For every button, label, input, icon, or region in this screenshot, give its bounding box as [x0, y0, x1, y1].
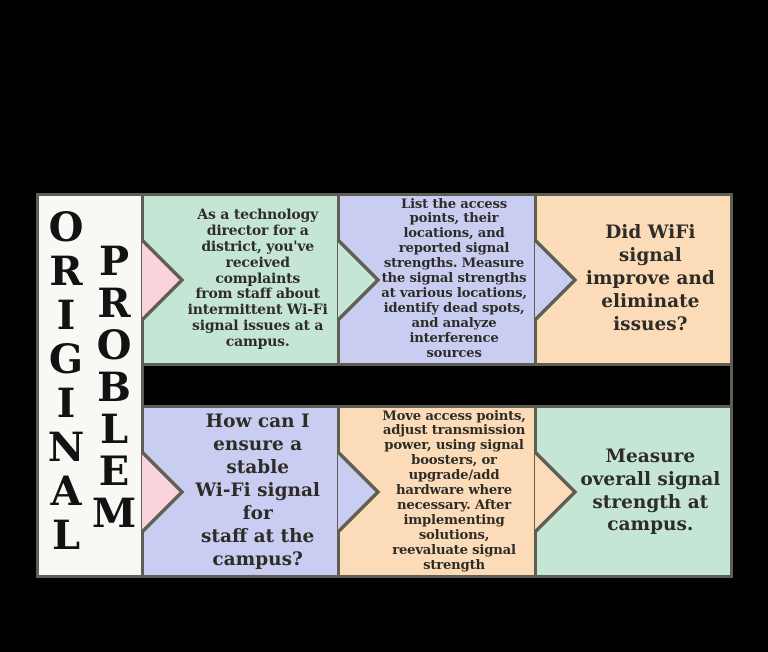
vertical-word-problem: P R O B L E M	[91, 242, 137, 534]
side-panel-original-problem: O R I G I N A L P R O B L E M	[39, 196, 141, 575]
flow-box-text: Measure overall signal strength at campu…	[580, 445, 721, 536]
chevron-right-icon	[533, 238, 578, 321]
vertical-word-original: O R I G I N A L	[43, 208, 89, 556]
flow-box-evaluation-question: Did WiFi signal improve and eliminate is…	[533, 196, 730, 363]
flow-row-bottom: How can I ensure a stable Wi-Fi signal f…	[140, 408, 730, 575]
chevron-right-icon	[140, 238, 185, 321]
vertical-letter: L	[51, 512, 81, 559]
vertical-letter: A	[50, 468, 82, 515]
vertical-letter: B	[97, 364, 131, 411]
flowchart: O R I G I N A L P R O B L E M	[36, 193, 733, 578]
vertical-letter: P	[98, 238, 130, 285]
flow-box-text: How can I ensure a stable Wi-Fi signal f…	[195, 411, 320, 570]
flow-box-text: Move access points, adjust transmission …	[382, 408, 526, 573]
vertical-letter: E	[98, 448, 130, 495]
chevron-right-icon	[533, 450, 578, 533]
vertical-letter: I	[56, 292, 76, 339]
flow-box-text: List the access points, their locations,…	[381, 196, 527, 361]
flow-box-text: Did WiFi signal improve and eliminate is…	[585, 222, 715, 335]
flow-row-top: As a technology director for a district,…	[140, 196, 730, 363]
chevron-right-icon	[337, 238, 381, 321]
vertical-letter: O	[48, 204, 84, 251]
chevron-right-icon	[140, 450, 185, 533]
vertical-letter: I	[56, 380, 76, 427]
vertical-letter: M	[91, 490, 137, 537]
flow-box-guiding-question: How can I ensure a stable Wi-Fi signal f…	[140, 408, 338, 575]
vertical-letter: G	[48, 336, 84, 383]
chevron-right-icon	[337, 450, 381, 533]
vertical-letter: L	[99, 406, 129, 453]
flow-box-measurement-step: Measure overall signal strength at campu…	[533, 408, 730, 575]
vertical-letter: N	[47, 424, 85, 471]
flow-box-text: As a technology director for a district,…	[187, 207, 328, 350]
flow-box-investigation-steps: List the access points, their locations,…	[337, 196, 534, 363]
flow-box-solution-steps: Move access points, adjust transmission …	[337, 408, 534, 575]
row-divider	[144, 366, 730, 405]
flow-box-problem-statement: As a technology director for a district,…	[140, 196, 338, 363]
vertical-letter: R	[49, 248, 83, 295]
vertical-letter: O	[96, 322, 132, 369]
vertical-letter: R	[97, 280, 131, 327]
